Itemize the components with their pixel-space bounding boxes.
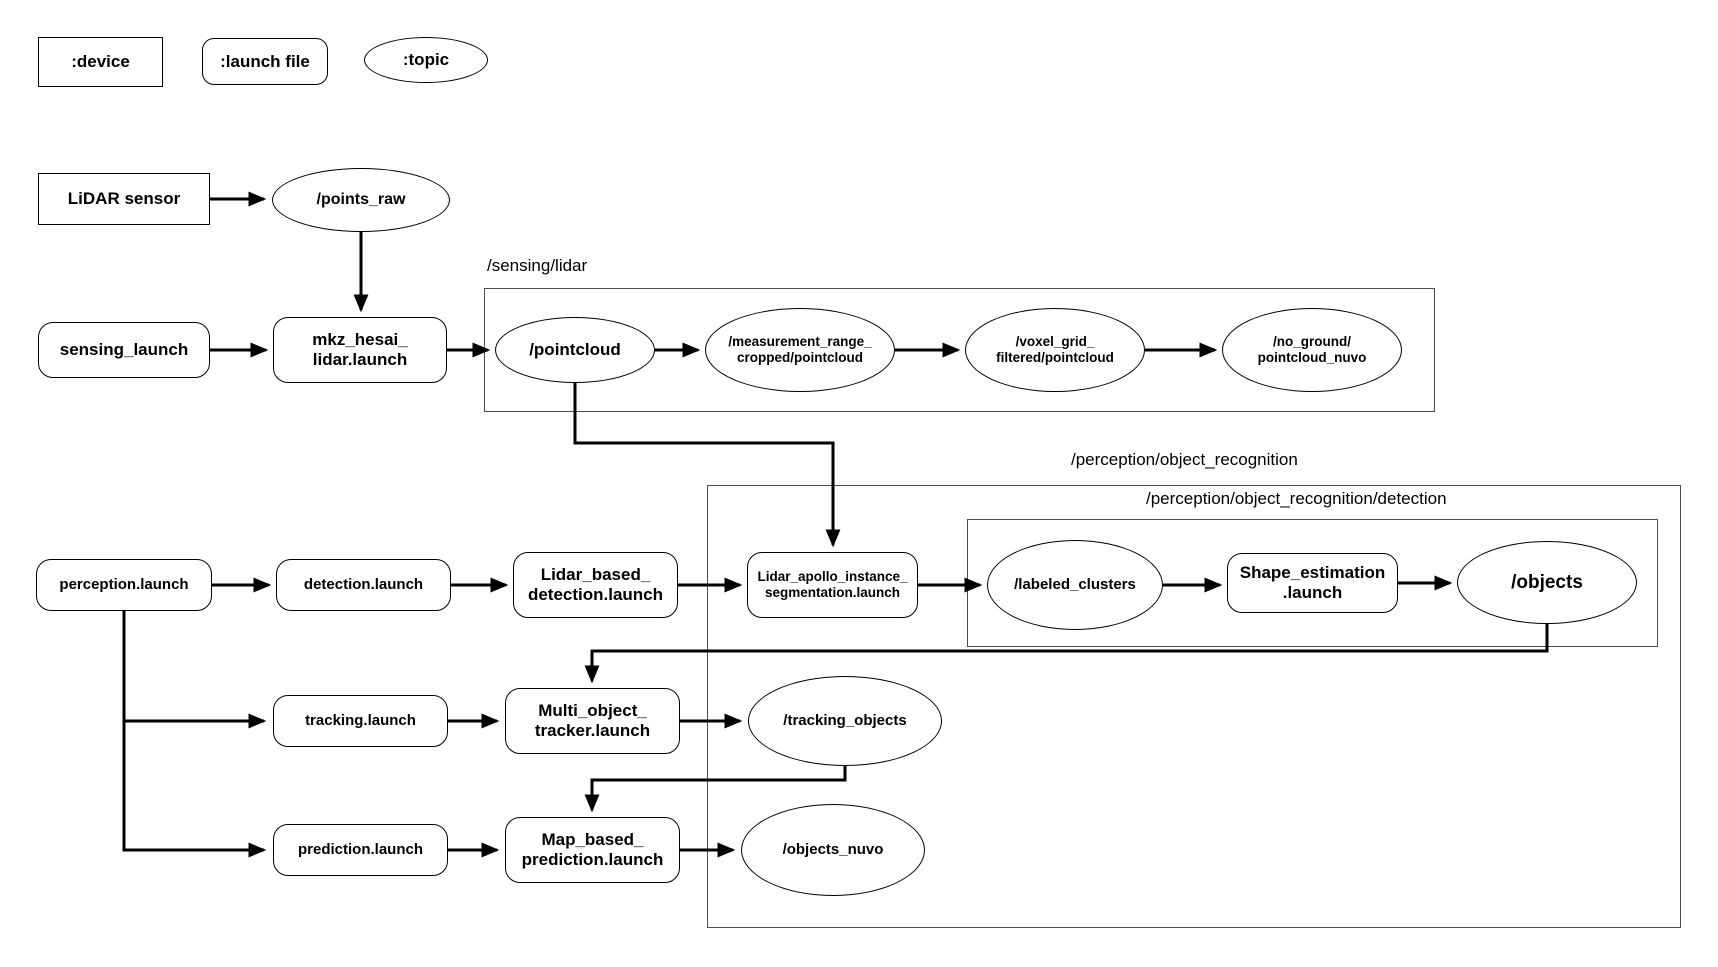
edge-perception-to-prediction: [122, 721, 267, 858]
node-mkz-hesai-lidar-launch: mkz_hesai_ lidar.launch: [273, 317, 447, 383]
edge-objects-to-tracker: [584, 624, 1549, 684]
node-multi-object-tracker-launch: Multi_object_ tracker.launch: [505, 688, 680, 754]
node-shape-estimation-launch: Shape_estimation .launch: [1227, 553, 1398, 613]
node-sensing-launch: sensing_launch: [38, 322, 210, 378]
node-lidar-sensor: LiDAR sensor: [38, 173, 210, 225]
legend-topic: :topic: [364, 37, 488, 83]
node-voxel-grid-filtered-pointcloud: /voxel_grid_ filtered/pointcloud: [965, 308, 1145, 392]
node-measurement-range-cropped-pointcloud: /measurement_range_ cropped/pointcloud: [705, 308, 895, 392]
group-object-recognition-detection-label: /perception/object_recognition/detection: [1146, 489, 1447, 508]
edge-perception-to-tracking: [122, 608, 267, 729]
node-lidar-apollo-instance-segmentation-launch: Lidar_apollo_instance_ segmentation.laun…: [747, 552, 918, 618]
node-prediction-launch: prediction.launch: [273, 824, 448, 876]
node-lidar-based-detection-launch: Lidar_based_ detection.launch: [513, 552, 678, 618]
node-no-ground-pointcloud-nuvo: /no_ground/ pointcloud_nuvo: [1222, 308, 1402, 392]
node-labeled-clusters: /labeled_clusters: [987, 540, 1163, 630]
node-points-raw: /points_raw: [272, 168, 450, 232]
node-tracking-objects: /tracking_objects: [748, 676, 942, 766]
legend-launch-file: :launch file: [202, 38, 328, 85]
group-object-recognition-label: /perception/object_recognition: [1071, 450, 1298, 469]
legend-device: :device: [38, 37, 163, 87]
node-tracking-launch: tracking.launch: [273, 695, 448, 747]
node-pointcloud: /pointcloud: [495, 317, 655, 383]
edge-trackingobjects-to-mapbased: [584, 766, 847, 813]
node-objects-nuvo: /objects_nuvo: [741, 804, 925, 896]
group-object-recognition: [707, 485, 1681, 928]
node-perception-launch: perception.launch: [36, 559, 212, 611]
node-objects: /objects: [1457, 541, 1637, 624]
group-sensing-lidar-label: /sensing/lidar: [487, 256, 588, 275]
edge-pointcloud-to-apollo: [573, 383, 841, 548]
node-map-based-prediction-launch: Map_based_ prediction.launch: [505, 817, 680, 883]
node-detection-launch: detection.launch: [276, 559, 451, 611]
